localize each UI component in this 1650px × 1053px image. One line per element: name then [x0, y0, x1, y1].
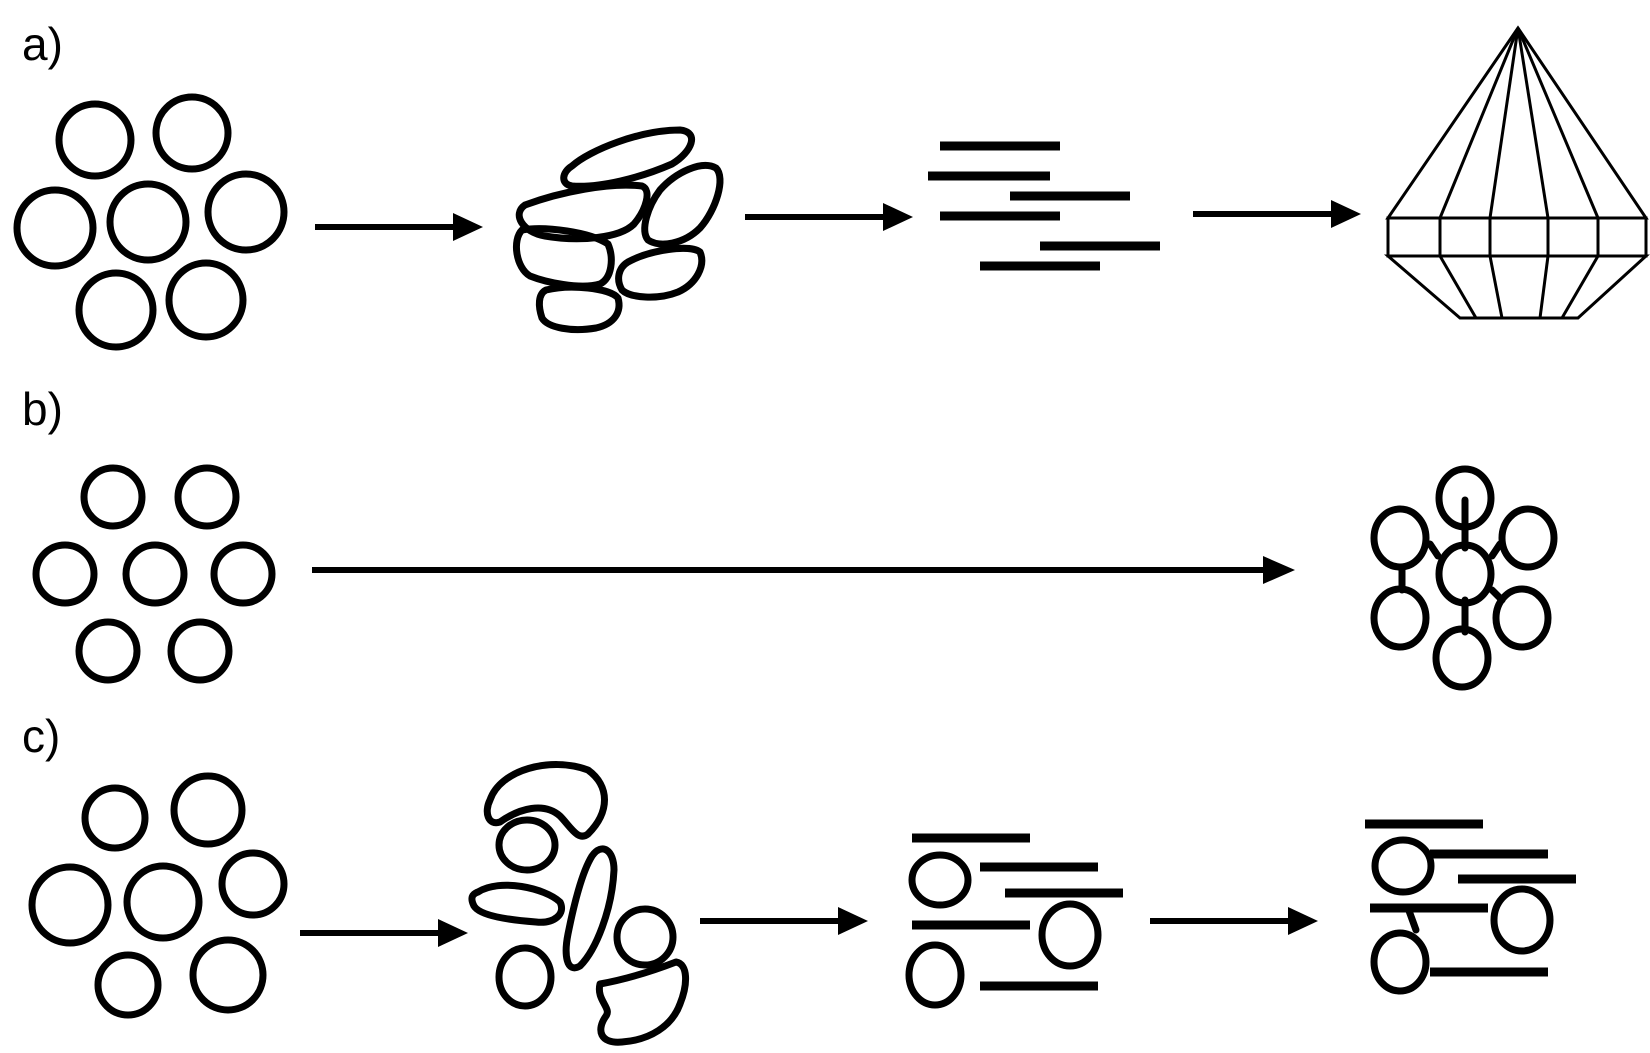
particle-circle — [94, 951, 162, 1019]
particle-circle — [170, 772, 246, 848]
crystal-girdle — [1386, 216, 1648, 258]
particle-circle — [81, 784, 149, 852]
particle-circle — [905, 941, 965, 1009]
particle-circle — [495, 944, 555, 1010]
panel-c-stage2-mixed-particles — [468, 761, 689, 1046]
panel-a-arrow-2 — [745, 203, 913, 231]
panel-c-stage4-ordered-bars-and-particles — [1365, 819, 1576, 995]
deformed-particle — [515, 181, 651, 243]
particle-circle — [204, 170, 288, 254]
deformed-particle — [641, 161, 724, 248]
particle-circle — [1370, 585, 1430, 651]
panel-c: c) — [22, 710, 1576, 1046]
particle-circle — [13, 186, 97, 270]
panel-a-stage4-crystal — [1383, 25, 1650, 320]
deformed-particle — [615, 244, 706, 301]
panel-c-arrow-2 — [700, 907, 868, 935]
panel-b-stage1-particle-cluster — [32, 464, 276, 684]
panel-c-arrow-1 — [300, 919, 468, 947]
particle-circle — [106, 180, 190, 264]
particle-circle — [165, 259, 247, 341]
particle-circle — [218, 849, 288, 919]
particle-circle — [123, 862, 203, 942]
particle-circle — [1038, 900, 1102, 970]
panel-b: b) — [22, 383, 1558, 691]
particle-circle — [28, 863, 112, 947]
deformed-particle — [535, 283, 623, 334]
particle-circle — [1432, 625, 1492, 691]
panel-a-arrow-1 — [315, 213, 483, 241]
particle-circle — [189, 936, 267, 1014]
particle-circle — [122, 541, 188, 607]
particle-circle — [1490, 885, 1554, 955]
crystal-crown — [1385, 25, 1649, 220]
panel-c-arrow-3 — [1150, 907, 1318, 935]
panel-a-stage1-particle-cluster — [13, 93, 288, 351]
panel-c-stage3-bars-and-particles — [905, 833, 1123, 1009]
panel-b-arrow — [312, 556, 1295, 584]
particle-circle — [1370, 929, 1430, 995]
particle-circle — [75, 269, 157, 351]
panel-a-arrow-3 — [1193, 200, 1361, 228]
deformed-particle — [560, 126, 695, 190]
particle-circle — [1498, 505, 1558, 571]
panel-b-label: b) — [22, 383, 63, 435]
deformed-particle — [512, 225, 615, 290]
particle-circle — [55, 100, 135, 180]
particle-circle — [908, 851, 972, 909]
deformed-particle — [562, 845, 618, 972]
particle-circle — [613, 905, 677, 969]
panel-a-stage3-lamellar-bars — [928, 141, 1160, 271]
deformed-particle — [595, 958, 689, 1046]
particle-circle — [32, 541, 98, 607]
panel-a: a) — [13, 18, 1650, 351]
deformed-particle — [468, 881, 565, 926]
particle-circle — [1492, 585, 1552, 651]
particle-circle — [80, 464, 146, 530]
particle-circle — [495, 816, 559, 874]
panel-a-label: a) — [22, 18, 63, 70]
deformed-particle — [483, 761, 608, 840]
particle-circle — [210, 541, 276, 607]
panel-c-label: c) — [22, 710, 60, 762]
particle-circle — [174, 464, 240, 530]
particle-circle — [75, 618, 141, 684]
particle-circle — [1370, 505, 1430, 571]
particle-circle — [167, 618, 233, 684]
particle-circle — [1435, 541, 1495, 607]
particle-circle — [152, 93, 232, 173]
particle-circle — [1371, 836, 1435, 896]
panel-c-stage1-particle-cluster — [28, 772, 288, 1019]
particle-circle — [1435, 465, 1495, 531]
crystal-pavilion — [1383, 254, 1650, 320]
panel-b-stage2-connected-cluster — [1370, 465, 1558, 691]
panel-a-stage2-deformed-particles — [512, 126, 724, 334]
